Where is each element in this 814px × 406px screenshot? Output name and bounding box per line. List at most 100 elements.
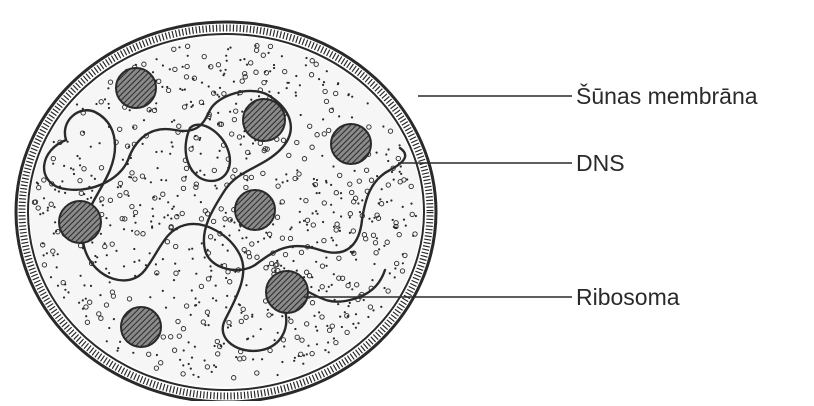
cytoplasm-dot [220, 264, 222, 266]
cytoplasm-dot [198, 301, 200, 303]
cytoplasm-dot [283, 267, 285, 269]
cytoplasm-dot [276, 260, 278, 262]
cytoplasm-dot [240, 143, 242, 145]
cytoplasm-dot [261, 358, 263, 360]
cytoplasm-dot [56, 266, 58, 268]
cytoplasm-dot [152, 71, 154, 73]
cytoplasm-dot [113, 318, 115, 320]
cytoplasm-dot [120, 186, 122, 188]
ribosome-granule [331, 124, 371, 164]
cytoplasm-dot [394, 267, 396, 269]
cytoplasm-dot [326, 70, 328, 72]
cytoplasm-dot [182, 66, 184, 68]
cytoplasm-dot [380, 306, 382, 308]
cytoplasm-dot [122, 159, 124, 161]
cytoplasm-dot [132, 126, 134, 128]
cytoplasm-dot [133, 261, 135, 263]
cytoplasm-dot [53, 141, 55, 143]
cytoplasm-dot [213, 364, 215, 366]
cytoplasm-dot [82, 299, 84, 301]
cytoplasm-dot [39, 213, 41, 215]
cytoplasm-dot [53, 232, 55, 234]
cytoplasm-dot [233, 81, 235, 83]
cytoplasm-dot [80, 275, 82, 277]
label-ribosome: Ribosoma [576, 286, 680, 309]
cytoplasm-dot [156, 273, 158, 275]
cytoplasm-dot [313, 178, 315, 180]
cytoplasm-dot [167, 201, 169, 203]
cytoplasm-dot [165, 179, 167, 181]
cytoplasm-dot [316, 330, 318, 332]
cytoplasm-dot [104, 98, 106, 100]
cytoplasm-dot [294, 328, 296, 330]
cytoplasm-dot [183, 349, 185, 351]
cytoplasm-dot [241, 237, 243, 239]
cytoplasm-dot [223, 343, 225, 345]
cytoplasm-dot [367, 102, 369, 104]
cytoplasm-dot [155, 102, 157, 104]
cytoplasm-dot [155, 263, 157, 265]
cytoplasm-dot [402, 206, 404, 208]
cytoplasm-dot [162, 290, 164, 292]
cytoplasm-dot [244, 251, 246, 253]
cytoplasm-dot [102, 204, 104, 206]
cytoplasm-dot [52, 163, 54, 165]
cytoplasm-dot [337, 303, 339, 305]
cytoplasm-dot [61, 180, 63, 182]
cytoplasm-dot [315, 326, 317, 328]
cytoplasm-dot [286, 87, 288, 89]
cytoplasm-dot [216, 157, 218, 159]
cytoplasm-dot [152, 208, 154, 210]
cytoplasm-dot [399, 171, 401, 173]
ribosome-granule [116, 68, 156, 108]
cytoplasm-dot [173, 119, 175, 121]
cytoplasm-dot [170, 218, 172, 220]
cytoplasm-dot [150, 220, 152, 222]
cytoplasm-dot [273, 67, 275, 69]
cytoplasm-dot [331, 237, 333, 239]
cytoplasm-dot [349, 232, 351, 234]
cytoplasm-dot [251, 316, 253, 318]
cytoplasm-dot [67, 291, 69, 293]
cytoplasm-dot [250, 99, 252, 101]
cytoplasm-dot [52, 254, 54, 256]
cytoplasm-dot [161, 150, 163, 152]
cytoplasm-dot [138, 259, 140, 261]
cytoplasm-dot [200, 153, 202, 155]
cytoplasm-dot [199, 170, 201, 172]
cytoplasm-dot [57, 285, 59, 287]
cytoplasm-dot [357, 322, 359, 324]
cytoplasm-dot [109, 281, 111, 283]
cytoplasm-dot [216, 187, 218, 189]
cytoplasm-dot [281, 55, 283, 57]
cytoplasm-dot [331, 108, 333, 110]
cytoplasm-dot [385, 153, 387, 155]
cytoplasm-dot [306, 224, 308, 226]
cytoplasm-dot [173, 297, 175, 299]
cytoplasm-dot [392, 219, 394, 221]
cytoplasm-dot [335, 244, 337, 246]
cytoplasm-dot [192, 146, 194, 148]
cytoplasm-dot [215, 285, 217, 287]
cytoplasm-dot [245, 284, 247, 286]
cytoplasm-dot [274, 339, 276, 341]
cytoplasm-dot [139, 204, 141, 206]
cytoplasm-dot [117, 347, 119, 349]
cytoplasm-dot [391, 171, 393, 173]
cytoplasm-dot [99, 142, 101, 144]
cytoplasm-dot [239, 304, 241, 306]
cytoplasm-dot [233, 221, 235, 223]
cytoplasm-dot [73, 173, 75, 175]
cytoplasm-dot [378, 248, 380, 250]
cytoplasm-dot [108, 103, 110, 105]
cytoplasm-dot [160, 179, 162, 181]
cytoplasm-dot [332, 239, 334, 241]
cytoplasm-dot [247, 338, 249, 340]
cytoplasm-dot [291, 226, 293, 228]
cytoplasm-dot [119, 341, 121, 343]
cytoplasm-dot [388, 148, 390, 150]
cytoplasm-dot [209, 265, 211, 267]
cytoplasm-dot [225, 306, 227, 308]
cytoplasm-dot [351, 288, 353, 290]
